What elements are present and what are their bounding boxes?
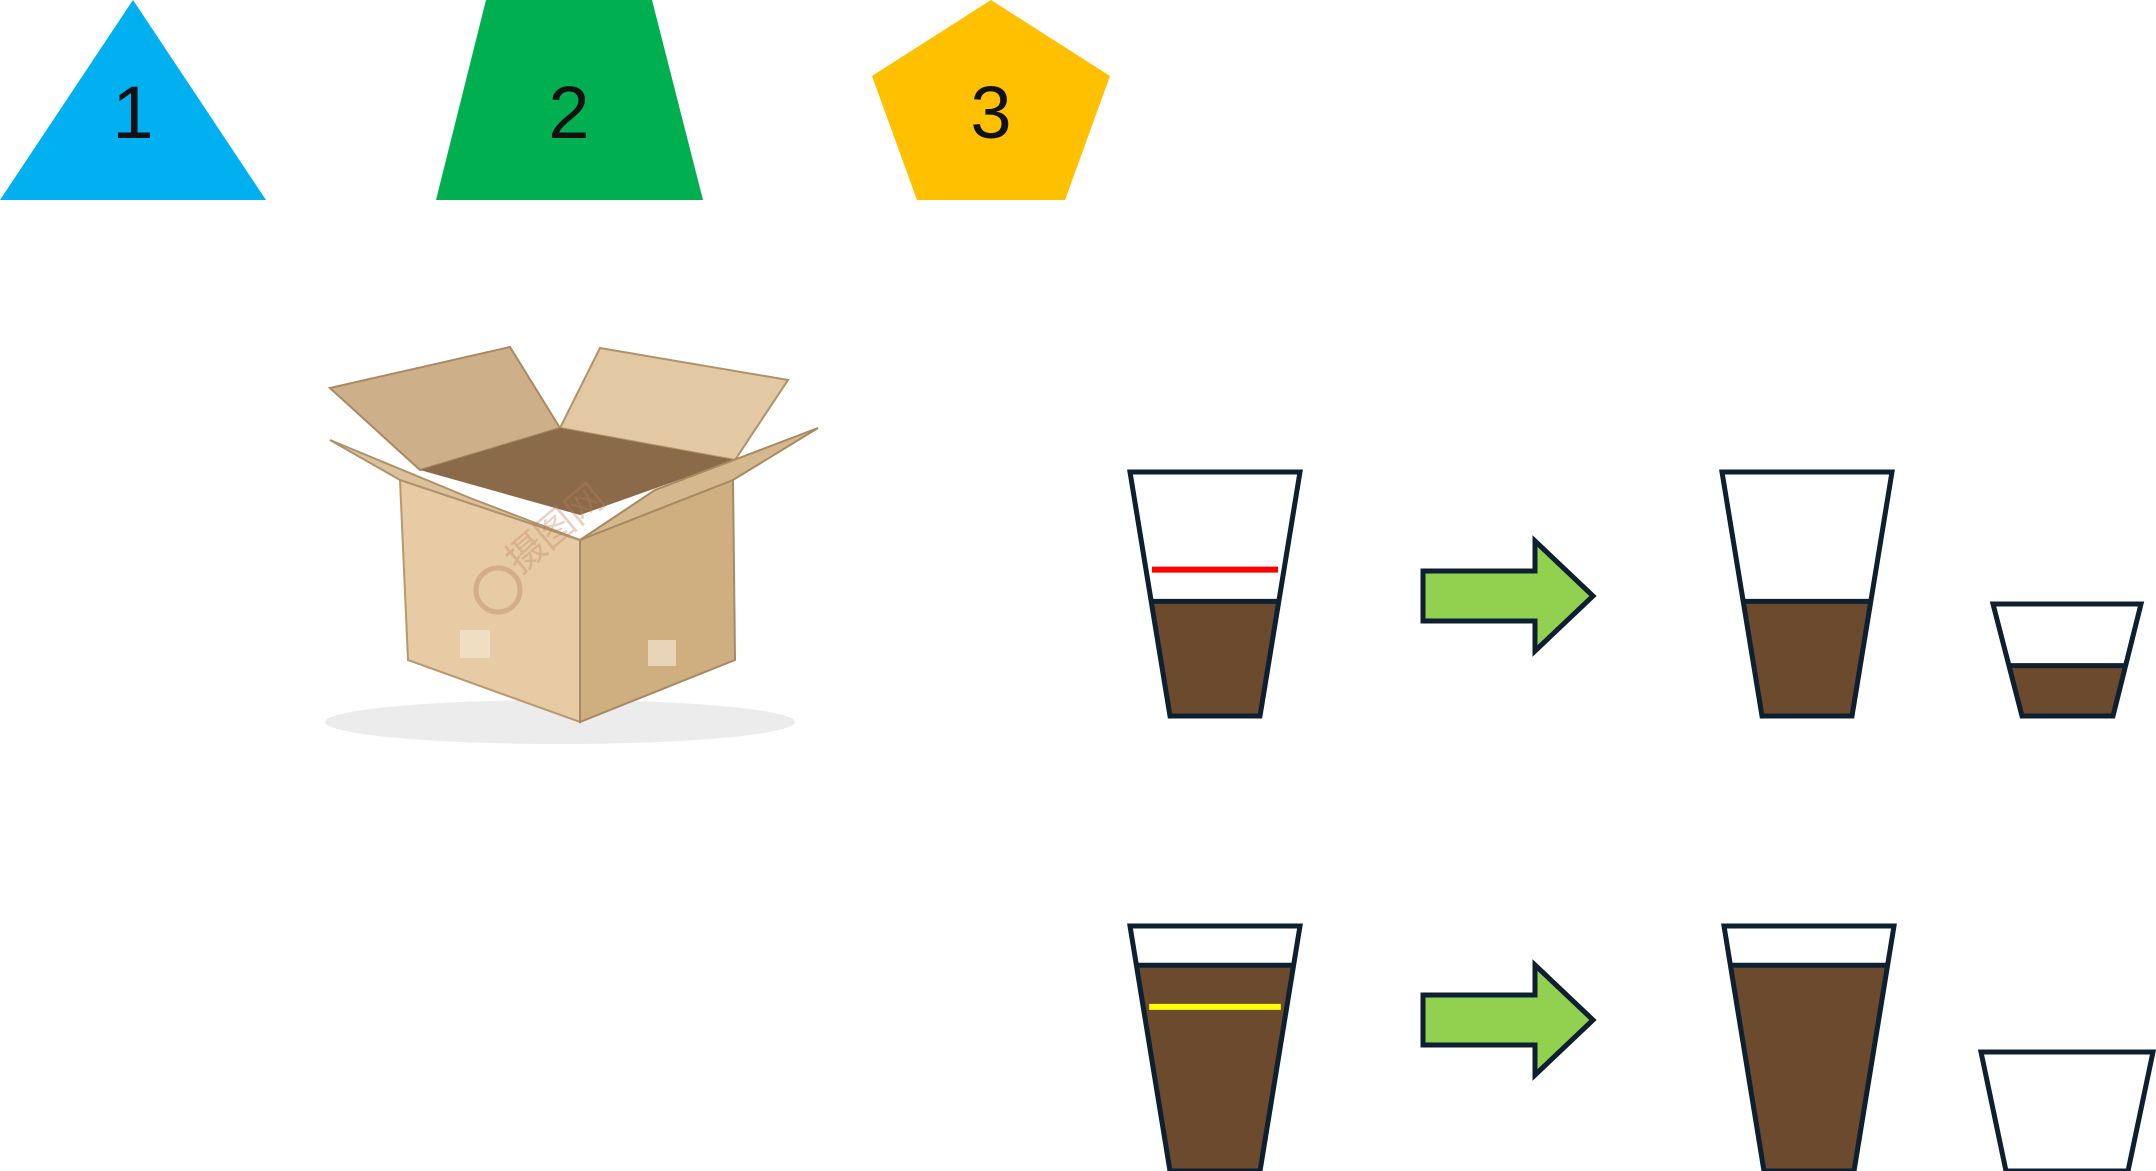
row-2-result-big-cup bbox=[1721, 923, 1897, 1171]
shape-1-triangle: 1 bbox=[0, 0, 266, 200]
box-handle-hole-right bbox=[648, 640, 676, 666]
cup-outline bbox=[1127, 923, 1303, 1171]
cup-outline bbox=[1127, 469, 1303, 719]
box-inner bbox=[420, 428, 735, 515]
cup-outline bbox=[1977, 1049, 2156, 1171]
row-1-arrow-icon bbox=[1420, 535, 1597, 657]
liquid-fill bbox=[1743, 601, 1871, 716]
open-cardboard-box-icon: 摄图网 bbox=[325, 345, 819, 744]
shape-3-label: 3 bbox=[970, 71, 1011, 154]
triangle-shape bbox=[0, 0, 266, 200]
cup-outline bbox=[1989, 601, 2145, 719]
row-2-arrow-icon bbox=[1420, 959, 1597, 1081]
box-front-right-flap bbox=[579, 427, 819, 541]
box-handle-hole-left bbox=[460, 630, 490, 658]
shape-3-pentagon: 3 bbox=[872, 0, 1110, 200]
row-1-result-big-cup bbox=[1719, 469, 1895, 719]
liquid-fill bbox=[2008, 665, 2126, 716]
right-arrow-icon bbox=[1420, 959, 1597, 1081]
shape-2-label: 2 bbox=[548, 71, 589, 154]
cup-outline bbox=[1721, 923, 1897, 1171]
box-shadow bbox=[325, 700, 795, 744]
row-1-source-cup bbox=[1127, 469, 1303, 719]
cup-outline bbox=[1719, 469, 1895, 719]
trapezoid-shape bbox=[436, 0, 703, 200]
right-arrow-icon bbox=[1420, 535, 1597, 657]
row-2-source-cup bbox=[1127, 923, 1303, 1171]
row-1-result-small-cup bbox=[1989, 601, 2145, 719]
pentagon-shape bbox=[872, 0, 1110, 200]
liquid-fill bbox=[1730, 965, 1888, 1171]
shape-2-trapezoid: 2 bbox=[436, 0, 703, 200]
shape-1-label: 1 bbox=[112, 71, 153, 154]
liquid-fill bbox=[1151, 601, 1279, 716]
row-1 bbox=[1127, 469, 2145, 719]
liquid-fill bbox=[1136, 965, 1294, 1171]
